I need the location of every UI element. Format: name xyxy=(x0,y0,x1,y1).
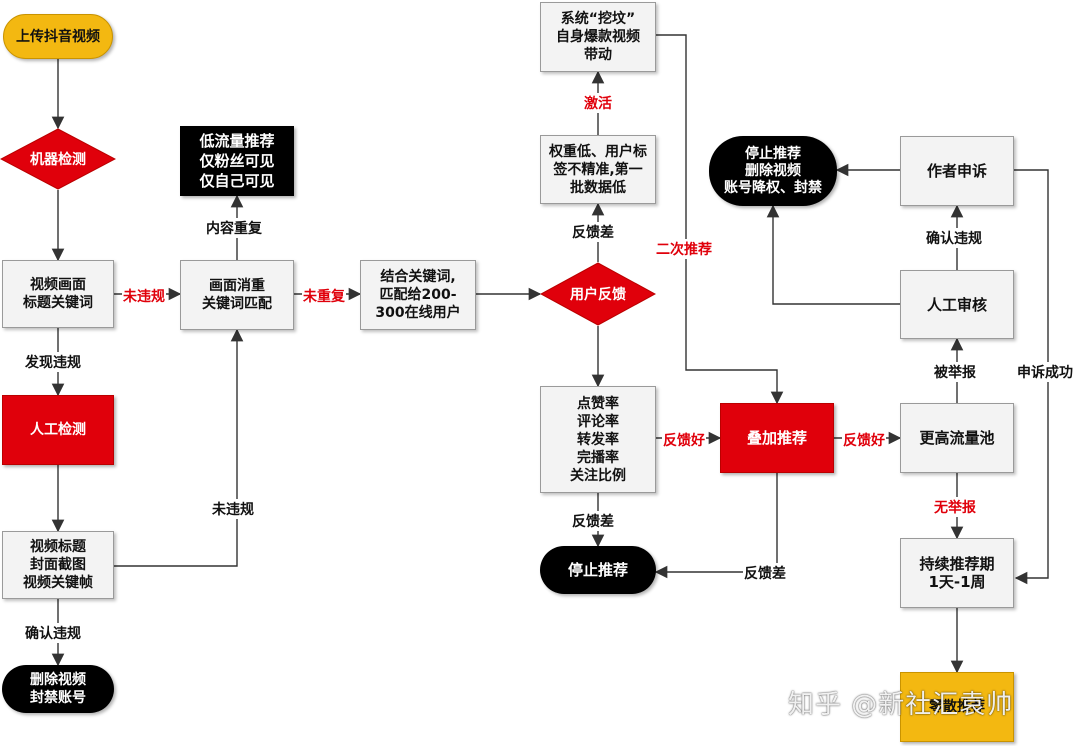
label-not-violating-2: 未违规 xyxy=(211,499,255,519)
label-reported: 被举报 xyxy=(933,362,977,382)
metrics-node: 点赞率 评论率 转发率 完播率 关注比例 xyxy=(540,386,656,493)
delete-ban-node: 删除视频 封禁账号 xyxy=(2,665,114,713)
upload-node: 上传抖音视频 xyxy=(3,14,113,59)
edge-boost-stop xyxy=(654,473,778,579)
label-not-reported: 无举报 xyxy=(933,497,977,517)
video-keyframes-node: 视频标题 封面截图 视频关键帧 xyxy=(2,531,114,599)
watermark-text: 知乎 @新社汇袁帅 xyxy=(788,690,1014,720)
machine-check-decision: 机器检测 xyxy=(0,128,116,190)
higher-pool-node: 更高流量池 xyxy=(900,403,1014,473)
user-feedback-label: 用户反馈 xyxy=(570,287,626,303)
label-not-violating-1: 未违规 xyxy=(122,286,166,306)
label-confirm-violation-1: 确认违规 xyxy=(24,623,82,643)
label-feedback-good-1: 反馈好 xyxy=(662,430,706,450)
manual-review-node: 人工审核 xyxy=(900,270,1014,339)
label-feedback-good-2: 反馈好 xyxy=(842,430,886,450)
low-weight-node: 权重低、用户标 签不精准,第一 批数据低 xyxy=(540,135,656,204)
video-title-keywords-node: 视频画面 标题关键词 xyxy=(2,260,114,328)
edge-keyframes-dedup xyxy=(114,328,244,567)
system-dig-node: 系统“挖坟” 自身爆款视频 带动 xyxy=(540,2,656,72)
label-feedback-bad-2: 反馈差 xyxy=(571,511,615,531)
user-feedback-decision: 用户反馈 xyxy=(540,262,656,326)
label-content-duplicate: 内容重复 xyxy=(205,218,263,238)
label-not-duplicate: 未重复 xyxy=(302,286,346,306)
machine-check-label: 机器检测 xyxy=(30,152,86,168)
label-confirm-violation-2: 确认违规 xyxy=(925,228,983,248)
label-found-violation: 发现违规 xyxy=(24,352,82,372)
edge-system-boost xyxy=(656,34,784,405)
match-users-node: 结合关键词, 匹配给200- 300在线用户 xyxy=(360,260,476,330)
label-feedback-bad-1: 反馈差 xyxy=(571,222,615,242)
low-traffic-node: 低流量推荐 仅粉丝可见 仅自己可见 xyxy=(180,126,294,196)
boost-node: 叠加推荐 xyxy=(720,403,834,473)
final-node: 零散推荐 xyxy=(900,672,1014,742)
label-feedback-bad-3: 反馈差 xyxy=(743,563,787,583)
author-appeal-node: 作者申诉 xyxy=(900,136,1014,206)
manual-check-node: 人工检测 xyxy=(2,395,114,465)
label-appeal-success: 申诉成功 xyxy=(1016,362,1074,382)
label-second-recommend: 二次推荐 xyxy=(655,239,713,259)
dedup-node: 画面消重 关键词匹配 xyxy=(180,260,294,330)
edge-review-stopdelete xyxy=(766,204,900,305)
stop-recommend-node: 停止推荐 xyxy=(540,546,656,594)
stop-delete-node: 停止推荐 删除视频 账号降权、封禁 xyxy=(709,136,837,206)
sustained-node: 持续推荐期 1天-1周 xyxy=(900,538,1014,608)
label-activate: 激活 xyxy=(583,93,613,113)
